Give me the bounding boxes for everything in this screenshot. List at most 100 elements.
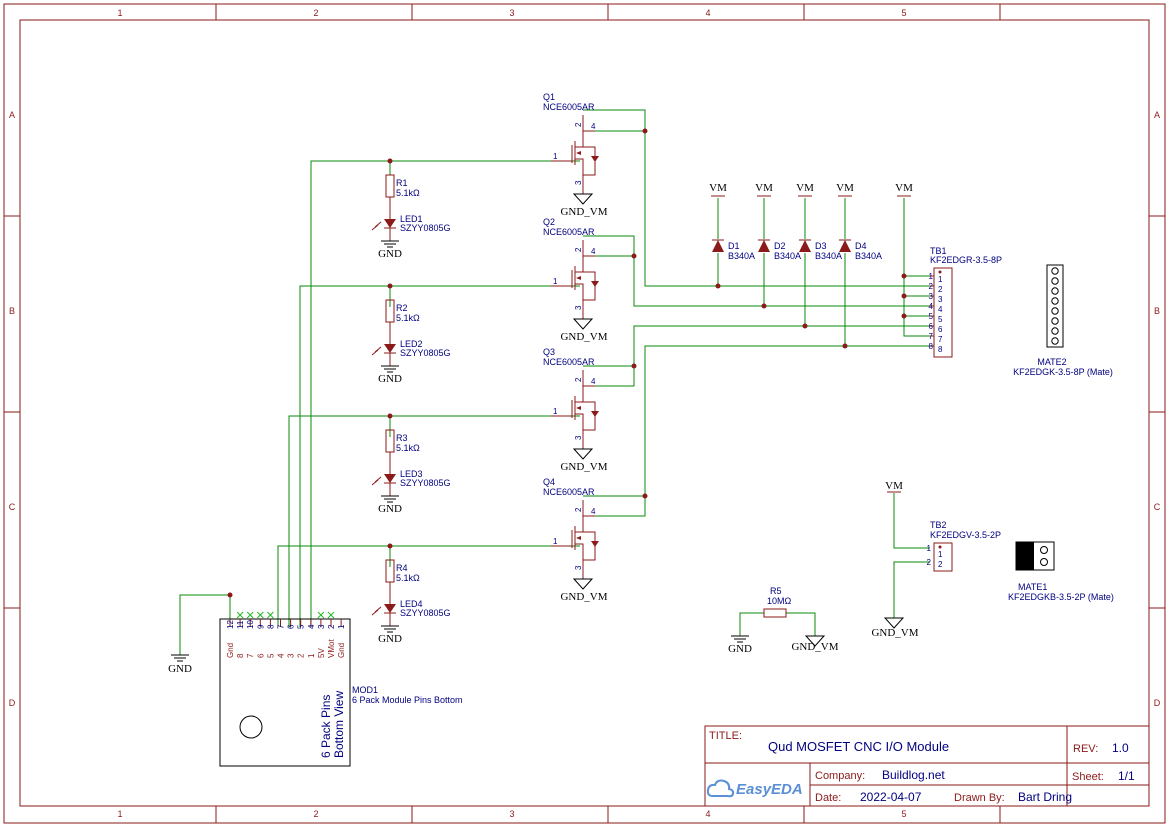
mate2-body <box>1046 264 1064 348</box>
pin-number: 3 <box>574 435 583 440</box>
page-title: Qud MOSFET CNC I/O Module <box>768 739 949 754</box>
pin-number: 4 <box>591 507 596 516</box>
no-connect-icon <box>246 611 254 619</box>
diode-ref: D1 <box>728 241 740 251</box>
tb1-pin-left: 4 <box>929 302 934 311</box>
easyeda-logo: EasyEDA <box>736 781 803 798</box>
wires <box>179 109 930 655</box>
mod1-pin-name: 6 <box>256 653 265 658</box>
mate2-hole <box>1051 277 1059 285</box>
mod1-ref: MOD1 <box>352 685 378 695</box>
mosfet-part: NCE6005AR <box>543 487 595 497</box>
ground-symbol <box>381 625 399 633</box>
junction-dot <box>901 293 907 299</box>
r5-body <box>763 608 787 618</box>
net-label-gnd: GND <box>728 643 752 655</box>
mod1-pin-number: 4 <box>307 624 316 629</box>
tb2-pin-left: 2 <box>927 558 932 567</box>
zone-col-label: 5 <box>901 809 906 819</box>
mod1-pin-name: 2 <box>297 653 306 658</box>
net-label-vm: VM <box>885 480 903 492</box>
mod1-pin-name: 5 <box>266 653 275 658</box>
net-label-vm: VM <box>709 182 727 194</box>
led-part: SZYY0805G <box>400 608 451 618</box>
tb1-pin-right: 8 <box>938 345 943 354</box>
mate2-connector[interactable]: MATE2 KF2EDGK-3.5-8P (Mate) <box>1013 264 1113 377</box>
ground-symbol <box>572 448 594 460</box>
mod1-pin-number: 8 <box>266 624 275 629</box>
resistor-led-group: R15.1kΩLED1SZYY0805GGNDR25.1kΩLED2SZYY08… <box>371 174 451 645</box>
body-diode <box>591 156 599 162</box>
body-diode <box>591 541 599 547</box>
mod1-pin-name: Gnd <box>337 643 346 658</box>
mate2-hole <box>1051 307 1059 315</box>
mod1-pin-name: 7 <box>246 653 255 658</box>
led-ref: LED3 <box>400 469 423 479</box>
ground-symbol <box>381 495 399 503</box>
mate2-hole <box>1051 287 1059 295</box>
tb2-part: KF2EDGV-3.5-2P <box>930 530 1001 540</box>
led-icon <box>384 219 396 228</box>
net-label-gnd: GND <box>378 248 402 260</box>
body-diode-lead <box>583 271 596 301</box>
net-label-vm: VM <box>895 182 913 194</box>
mod1-pin-number: 2 <box>327 624 336 629</box>
drain-tie <box>575 268 584 273</box>
net-label-vm: VM <box>755 182 773 194</box>
mod1-pin-number: 7 <box>277 624 286 629</box>
mosfet-ref: Q1 <box>543 92 555 102</box>
mate2-hole <box>1051 327 1059 335</box>
pin-number: 2 <box>574 507 583 512</box>
channel-arrow <box>576 151 581 155</box>
diode-part: B340A <box>815 251 842 261</box>
led-part: SZYY0805G <box>400 348 451 358</box>
tb1-pin-left: 6 <box>929 322 934 331</box>
diode-ref: D2 <box>774 241 786 251</box>
led-icon <box>384 474 396 483</box>
tb1-pin-left: 5 <box>929 312 934 321</box>
zone-row-label: B <box>1154 306 1160 316</box>
no-connect-icon <box>317 611 325 619</box>
junction-dot <box>227 592 233 598</box>
mate2-hole <box>1051 337 1059 345</box>
mate1-connector[interactable]: MATE1 KF2EDGKB-3.5-2P (Mate) <box>1008 541 1114 602</box>
mod1-pin-number: 9 <box>256 624 265 629</box>
drain-tie <box>575 398 584 403</box>
resistor-value: 5.1kΩ <box>396 573 420 583</box>
terminal-block-tb2[interactable]: TB2 KF2EDGV-3.5-2P 1 2 1 2 VM GND_VM <box>871 480 1001 639</box>
resistor-ref: R3 <box>396 433 408 443</box>
mate2-hole <box>1051 267 1059 275</box>
zone-row-label: D <box>9 698 16 708</box>
zone-col-label: 3 <box>509 809 514 819</box>
pin1-marker <box>938 270 942 274</box>
resistor-r5[interactable]: R5 10MΩ GND GND_VM <box>728 586 839 655</box>
tb2-pin-left: 1 <box>927 544 932 553</box>
title-block: TITLE: Qud MOSFET CNC I/O Module REV: 1.… <box>704 725 1150 807</box>
mosfet-ref: Q4 <box>543 477 555 487</box>
net-label-gnd-vm: GND_VM <box>871 627 918 639</box>
pin1-marker <box>938 545 942 549</box>
tb1-pin-right: 4 <box>938 305 943 314</box>
company-label: Company: <box>815 770 865 782</box>
mod1-pin-number: 6 <box>287 624 296 629</box>
tb1-ref: TB1 <box>930 246 947 256</box>
junction-dot <box>842 343 848 349</box>
net-label-gnd: GND <box>378 373 402 385</box>
net-label-vm: VM <box>796 182 814 194</box>
zone-col-label: 1 <box>117 8 122 18</box>
